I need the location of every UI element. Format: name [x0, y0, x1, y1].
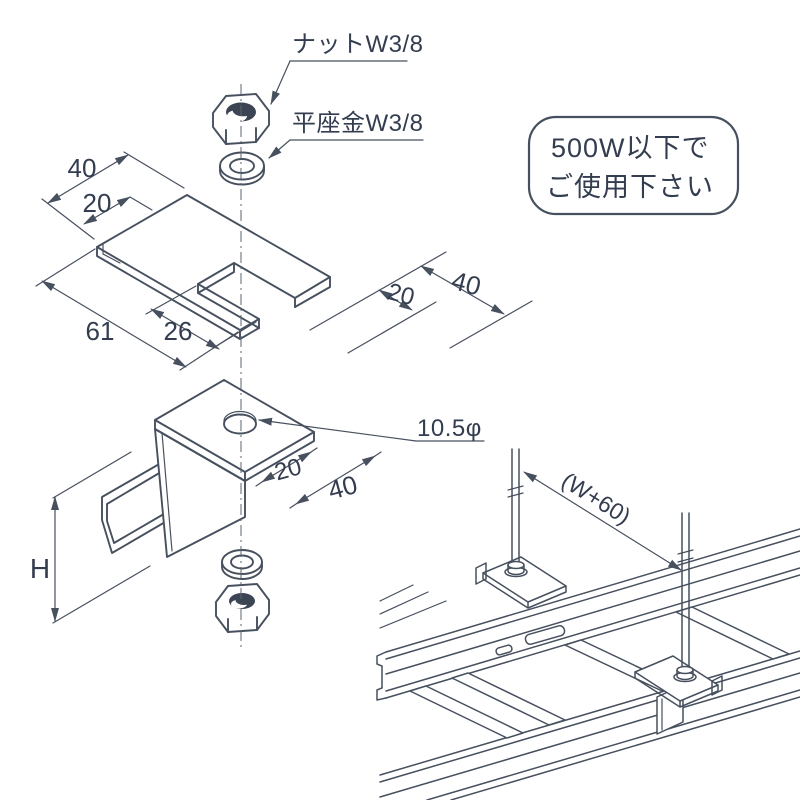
dim-slot-depth-value: 26	[164, 316, 193, 346]
dim-bracket-hole-offset-value: 20	[272, 453, 305, 486]
nut-callout: ナットW3/8	[270, 31, 424, 105]
nut-label: ナットW3/8	[292, 31, 424, 58]
hex-nut-bottom-icon	[215, 583, 270, 633]
washer-callout: 平座金W3/8	[268, 110, 424, 159]
dim-plate-right: 20 40	[309, 251, 533, 354]
dim-bracket-top: 20 40	[255, 447, 382, 509]
rail-slot-detail	[524, 624, 566, 646]
dim-plate-offset-value: 20	[83, 188, 112, 218]
flat-washer-top-icon	[219, 151, 265, 186]
dim-plate-length: 61	[35, 248, 239, 371]
hole-diameter-label: 10.5φ	[417, 415, 482, 442]
dim-plate-right-offset-value: 20	[385, 278, 418, 311]
washer-label: 平座金W3/8	[292, 110, 424, 137]
rail-break-lines	[379, 584, 447, 629]
top-plate	[96, 194, 331, 340]
rail-slot-detail	[495, 644, 513, 656]
dim-slot-depth: 26	[145, 285, 257, 350]
ladder-rung	[451, 672, 566, 726]
inset-bracket-left	[475, 556, 567, 609]
hex-nut-top-icon	[212, 93, 270, 145]
dim-plate-width-value: 40	[68, 153, 97, 183]
hole-callout: 10.5φ	[258, 415, 485, 442]
threaded-rod-right	[673, 512, 697, 683]
ladder-near-rail	[379, 650, 800, 800]
rod-spacing-value: (W+60)	[557, 467, 635, 529]
dim-height: H	[30, 451, 151, 624]
dim-plate-length-value: 61	[86, 316, 115, 346]
installation-inset: (W+60)	[376, 448, 800, 800]
hanger-bracket	[101, 379, 315, 558]
note-line-2: ご使用下さい	[546, 172, 714, 202]
dim-plate-right-width-value: 40	[448, 265, 484, 301]
flat-washer-bottom-icon	[221, 549, 263, 580]
threaded-rod-left	[504, 448, 528, 578]
ladder-far-rail	[376, 528, 800, 701]
rod-spacing-dimension: (W+60)	[523, 467, 682, 571]
dim-plate-width: 40	[41, 151, 185, 240]
note-box-border	[527, 115, 740, 216]
dim-height-value: H	[30, 553, 50, 584]
ladder-rung	[409, 685, 524, 739]
usage-note-box: 500W以下で ご使用下さい	[527, 115, 740, 216]
ladder-rung	[675, 606, 790, 660]
dim-plate-width-offset: 20	[83, 188, 153, 225]
note-line-1: 500W以下で	[551, 133, 710, 163]
dim-bracket-width-value: 40	[325, 469, 361, 505]
